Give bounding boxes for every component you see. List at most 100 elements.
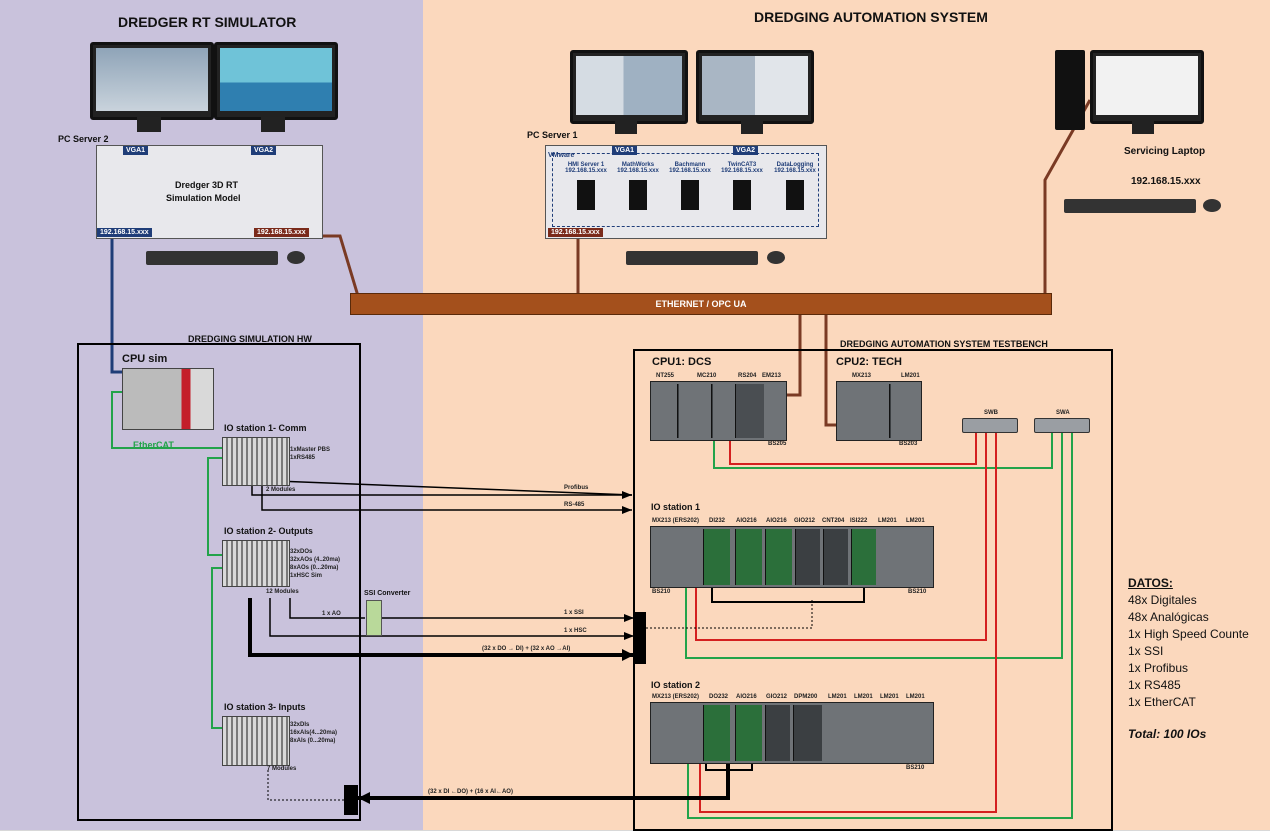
laptop-label: Servicing Laptop [1124,146,1206,157]
datos-line: 1x RS485 [1128,678,1181,692]
datos-panel: DATOS: 48x Digitales 48x Analógicas 1x H… [1128,575,1249,743]
keyboard-icon [1064,199,1196,213]
io3-sim-modules: 7 Modules [267,766,297,772]
monitor-vga1-hmi [570,50,688,124]
cpu1-module-label: NT255 [656,373,675,379]
tower-icon [681,180,699,210]
cpu2-rack [836,381,922,441]
switch-swb [962,418,1018,433]
vm-hmi-server: HMI Server 1 192.168.15.xxx [561,162,611,210]
monitor-laptop [1090,50,1204,124]
io2-sim-desc: 8xAOs (0...20ma) [290,565,339,571]
vga2-port: VGA2 [251,146,277,155]
connector-block [634,612,646,664]
monitor-stand [137,114,161,132]
mouse-icon [1203,199,1221,212]
io2-module-label: LM201 [828,694,847,700]
cpu-sim-label: CPU sim [122,353,168,365]
ethernet-bus-label: ETHERNET / OPC UA [655,299,747,309]
io2-tb-title: IO station 2 [651,680,701,690]
io2-module-label: LM201 [880,694,899,700]
vmware-container [552,153,819,227]
cpu2-title: CPU2: TECH [836,356,903,368]
monitor-vga2-hmi [696,50,814,124]
datos-line: 1x Profibus [1128,661,1189,675]
ethernet-bus: ETHERNET / OPC UA [350,293,1052,315]
pc-server-2-label: PC Server 2 [58,134,109,144]
sim-hw-box [77,343,361,821]
io2-module-label: AIO216 [736,694,757,700]
simulator-title: DREDGER RT SIMULATOR [118,14,297,30]
cpu1-module-label: RS204 [738,373,757,379]
io2-module-label: LM201 [906,694,925,700]
io1-base-label: BS210 [652,589,671,595]
ip-tag-red: 192.168.15.xxx [548,228,603,237]
switch-swa [1034,418,1090,433]
vm-bachmann: Bachmann 192.168.15.xxx [665,162,715,210]
mouse-icon [767,251,785,264]
ethercat-label: EtherCAT [133,440,174,450]
io2-module-label: GIO212 [766,694,788,700]
io1-module-label: CNT204 [822,518,845,524]
io1-tb-title: IO station 1 [651,502,701,512]
datos-total: Total: 100 IOs [1128,727,1207,741]
io3-sim-terminals [222,716,290,766]
io2-module-label: MX213 (ERS202) [652,694,700,700]
io1-tb-rack [650,526,934,588]
ip-tag-blue: 192.168.15.xxx [97,228,152,237]
testbench-title: DREDGING AUTOMATION SYSTEM TESTBENCH [840,339,1048,349]
io1-module-label: LM201 [878,518,897,524]
monitor-stand [1132,118,1154,134]
io2-sim-desc: 32xDOs [290,549,313,555]
io2-tb-rack [650,702,934,764]
io1-sim-modules: 2 Modules [266,487,296,493]
automation-title: DREDGING AUTOMATION SYSTEM [754,9,988,25]
tower-icon [577,180,595,210]
io2-sim-title: IO station 2- Outputs [224,526,313,536]
inputs-link-label: (32 x DI ←DO) + (16 x AI←AO) [428,789,513,795]
io2-module-label: LM201 [854,694,873,700]
ssi-converter-label: SSI Converter [364,590,411,597]
io1-module-label: MX213 (ERS202) [652,518,700,524]
io1-base-label: BS210 [908,589,927,595]
datos-line: 48x Digitales [1128,593,1197,607]
monitor-vga2-sim [214,42,338,120]
ssi-link-label: 1 x SSI [564,610,584,616]
monitor-stand [261,114,285,132]
keyboard-icon [146,251,278,265]
cpu1-base-label: BS205 [768,441,787,447]
keyboard-icon [626,251,758,265]
sim-model-line2: Simulation Model [166,193,241,203]
vmware-label: VMware [548,152,575,159]
datos-line: 1x SSI [1128,644,1164,658]
tower-icon [1055,50,1085,130]
datos-line: 48x Analógicas [1128,610,1209,624]
io1-sim-terminals [222,437,290,486]
monitor-stand [615,118,637,134]
vga1-port: VGA1 [612,146,638,155]
io2-sim-desc: 1xHSC Sim [290,573,323,579]
io1-module-label: AIO216 [736,518,757,524]
io2-module-label: DPM200 [794,694,818,700]
io3-sim-desc: 16xAIs(4...20ma) [290,730,338,736]
cpu1-module-label: MC210 [697,373,717,379]
ao-link-label: 1 x AO [322,611,341,617]
profibus-label: Profibus [564,485,589,491]
ip-tag-red: 192.168.15.xxx [254,228,309,237]
io2-module-label: DO232 [709,694,729,700]
vm-datalogging: DataLogging 192.168.15.xxx [769,162,821,210]
cpu2-module-label: MX213 [852,373,872,379]
io3-sim-desc: 8xAIs (0...20ma) [290,738,336,744]
vm-twincat3: TwinCAT3 192.168.15.xxx [717,162,767,210]
vga2-port: VGA2 [733,146,759,155]
sim-hw-title: DREDGING SIMULATION HW [188,334,312,344]
io1-sim-desc: 1xRS485 [290,455,316,461]
monitor-vga1-sim [90,42,214,120]
monitor-stand [741,118,763,134]
io1-module-label: AIO216 [766,518,787,524]
datos-line: 1x High Speed Counte [1128,627,1249,641]
vga1-port: VGA1 [123,146,149,155]
io2-sim-modules: 12 Modules [266,589,299,595]
io1-sim-desc: 1xMaster PBS [290,447,331,453]
io3-sim-desc: 32xDIs [290,722,310,728]
